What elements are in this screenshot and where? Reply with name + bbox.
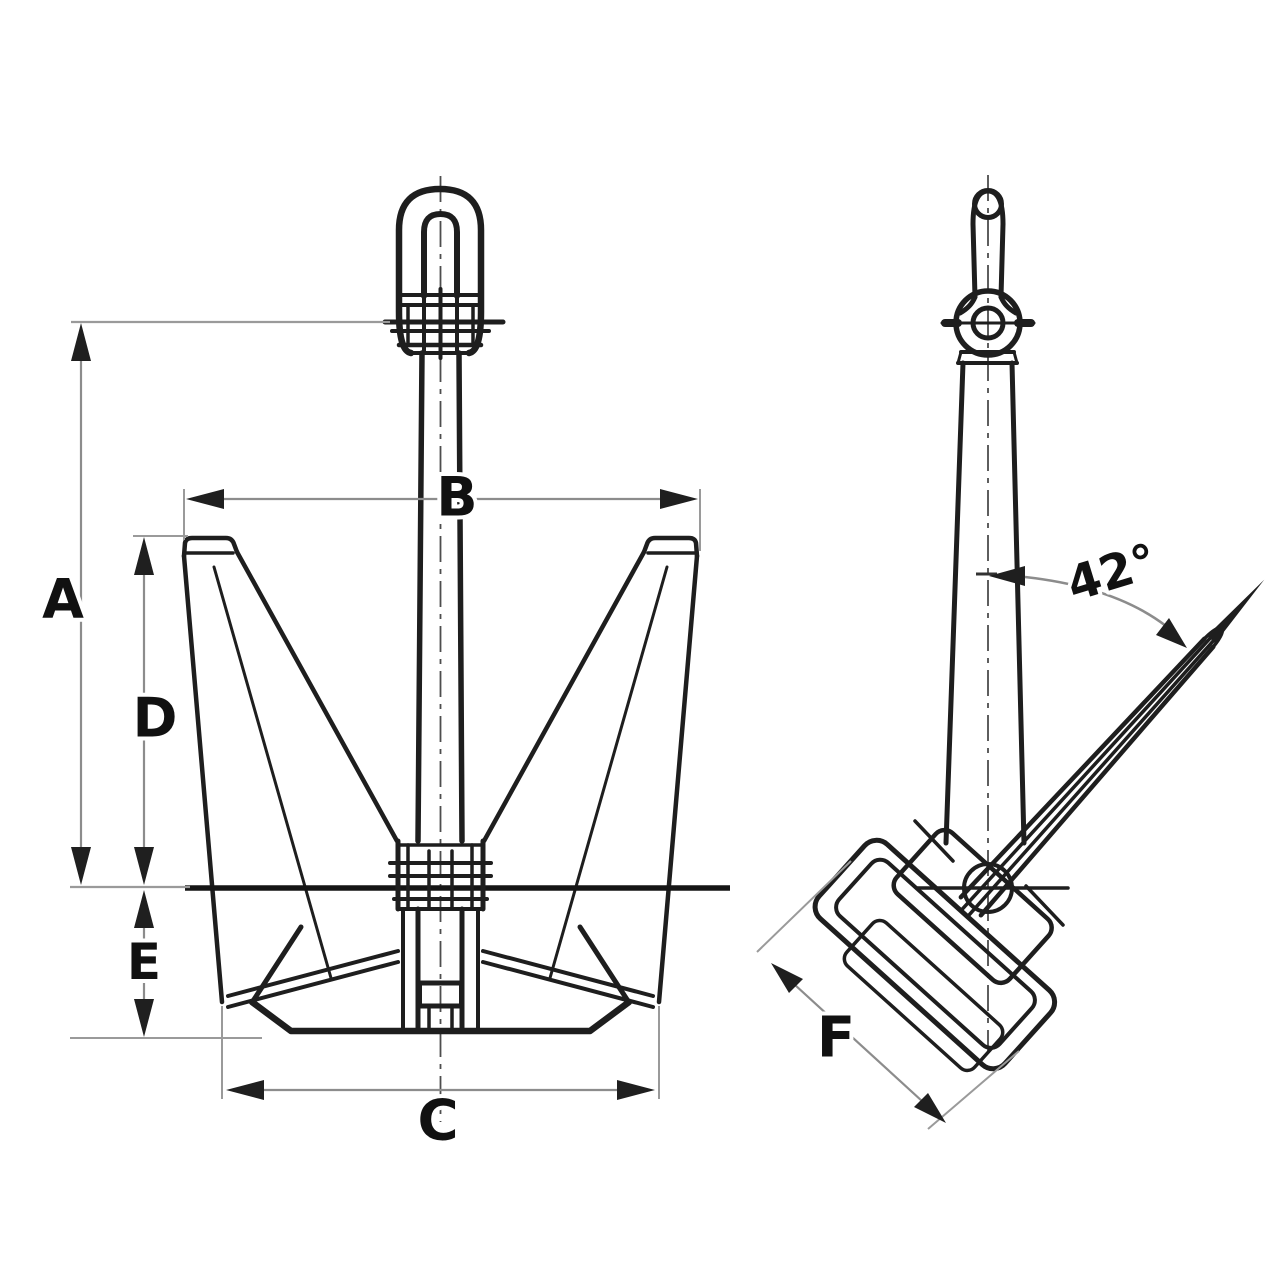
arrowhead-down bbox=[71, 847, 91, 885]
shank-side bbox=[943, 360, 1027, 846]
dimension-label-E: E bbox=[127, 933, 161, 991]
left-fluke bbox=[181, 535, 400, 1005]
fluke-inner-edge bbox=[234, 549, 400, 844]
arrowhead-up bbox=[71, 323, 91, 361]
heel-slot bbox=[417, 980, 464, 1009]
arrowhead-right bbox=[617, 1080, 655, 1100]
shank-edge-left bbox=[943, 360, 966, 846]
dimension-label-D: D bbox=[133, 687, 178, 750]
dimension-line bbox=[782, 973, 935, 1113]
right-fluke bbox=[481, 535, 700, 1005]
arrowhead-left bbox=[186, 489, 224, 509]
side-view: 42° F bbox=[756, 175, 1265, 1130]
collar-side bbox=[956, 350, 963, 365]
pivot-tick bbox=[1024, 884, 1065, 927]
crown-pivot-marks bbox=[913, 819, 1070, 927]
shackle-bow bbox=[395, 185, 485, 357]
blade-edge bbox=[958, 636, 1207, 900]
fluke-outer-edge bbox=[181, 553, 225, 1005]
pivot-circle bbox=[962, 862, 1014, 914]
dimension-D: D bbox=[129, 535, 188, 885]
angle-arc bbox=[1024, 575, 1167, 628]
dimension-label-C: C bbox=[417, 1089, 458, 1154]
stabilizer-arm bbox=[481, 949, 655, 998]
extension-line bbox=[927, 1050, 1020, 1130]
shank-head-side bbox=[940, 188, 1036, 365]
dimension-A: A bbox=[38, 320, 390, 885]
arrowhead-lower bbox=[914, 1093, 946, 1123]
dimension-C: C bbox=[221, 1006, 660, 1158]
angle-label: 42° bbox=[1060, 533, 1163, 613]
fluke-rib bbox=[548, 565, 669, 980]
angle-annotation: 42° bbox=[976, 529, 1187, 648]
blade-line bbox=[959, 631, 1217, 913]
shackle-pin-grid bbox=[382, 287, 506, 360]
stabilizer-arm bbox=[226, 960, 400, 1009]
dimension-label-B: B bbox=[436, 466, 477, 529]
dimension-B: B bbox=[183, 462, 701, 551]
fluke-and-crown-side bbox=[812, 579, 1265, 1073]
shackle bbox=[382, 185, 506, 360]
arrowhead-left bbox=[226, 1080, 264, 1100]
blade-edge bbox=[978, 644, 1216, 918]
hinge-block bbox=[388, 838, 493, 912]
shank-edge-right bbox=[456, 350, 465, 844]
pivot-tick bbox=[913, 819, 955, 863]
collar-side bbox=[1012, 350, 1019, 365]
crown-box-back bbox=[842, 918, 1005, 1073]
crown-front bbox=[226, 838, 655, 1035]
front-view: A B D E bbox=[38, 176, 730, 1158]
fluke-outer-edge bbox=[656, 553, 700, 1005]
blade-tip-point bbox=[1207, 579, 1265, 644]
fluke-tip-tab bbox=[181, 535, 240, 559]
fluke-inner-edge bbox=[481, 549, 647, 844]
dimension-label-A: A bbox=[42, 568, 84, 631]
blade-line bbox=[965, 634, 1220, 919]
extension-line bbox=[756, 860, 852, 953]
shank-eye bbox=[421, 211, 460, 299]
shank-front bbox=[415, 350, 465, 844]
head-flare-right bbox=[998, 294, 1019, 316]
shank-edge-right bbox=[1009, 360, 1027, 846]
dimension-E: E bbox=[70, 885, 262, 1039]
crown-body bbox=[400, 906, 481, 1034]
fluke-tip-tab bbox=[641, 535, 700, 559]
shank-edge-left bbox=[415, 350, 425, 844]
stabilizer-arm bbox=[226, 949, 400, 998]
arrowhead-down bbox=[134, 847, 154, 885]
head-flare-left bbox=[957, 294, 978, 316]
arrowhead-up bbox=[134, 537, 154, 575]
arrowhead-to-shank bbox=[989, 566, 1025, 586]
arrowhead-upper bbox=[771, 963, 803, 993]
fluke-rib bbox=[212, 565, 333, 980]
stabilizer-arm bbox=[481, 960, 655, 1009]
arrowhead-up bbox=[134, 890, 154, 928]
dimension-F: F bbox=[756, 860, 1020, 1130]
arrowhead-down bbox=[134, 999, 154, 1037]
shank-head-profile bbox=[970, 188, 1006, 300]
dimension-label-F: F bbox=[817, 1006, 855, 1071]
crown-box-inner bbox=[834, 857, 1037, 1050]
arrowhead-to-fluke bbox=[1156, 618, 1187, 648]
crown-box-front bbox=[891, 827, 1054, 986]
arrowhead-right bbox=[660, 489, 698, 509]
